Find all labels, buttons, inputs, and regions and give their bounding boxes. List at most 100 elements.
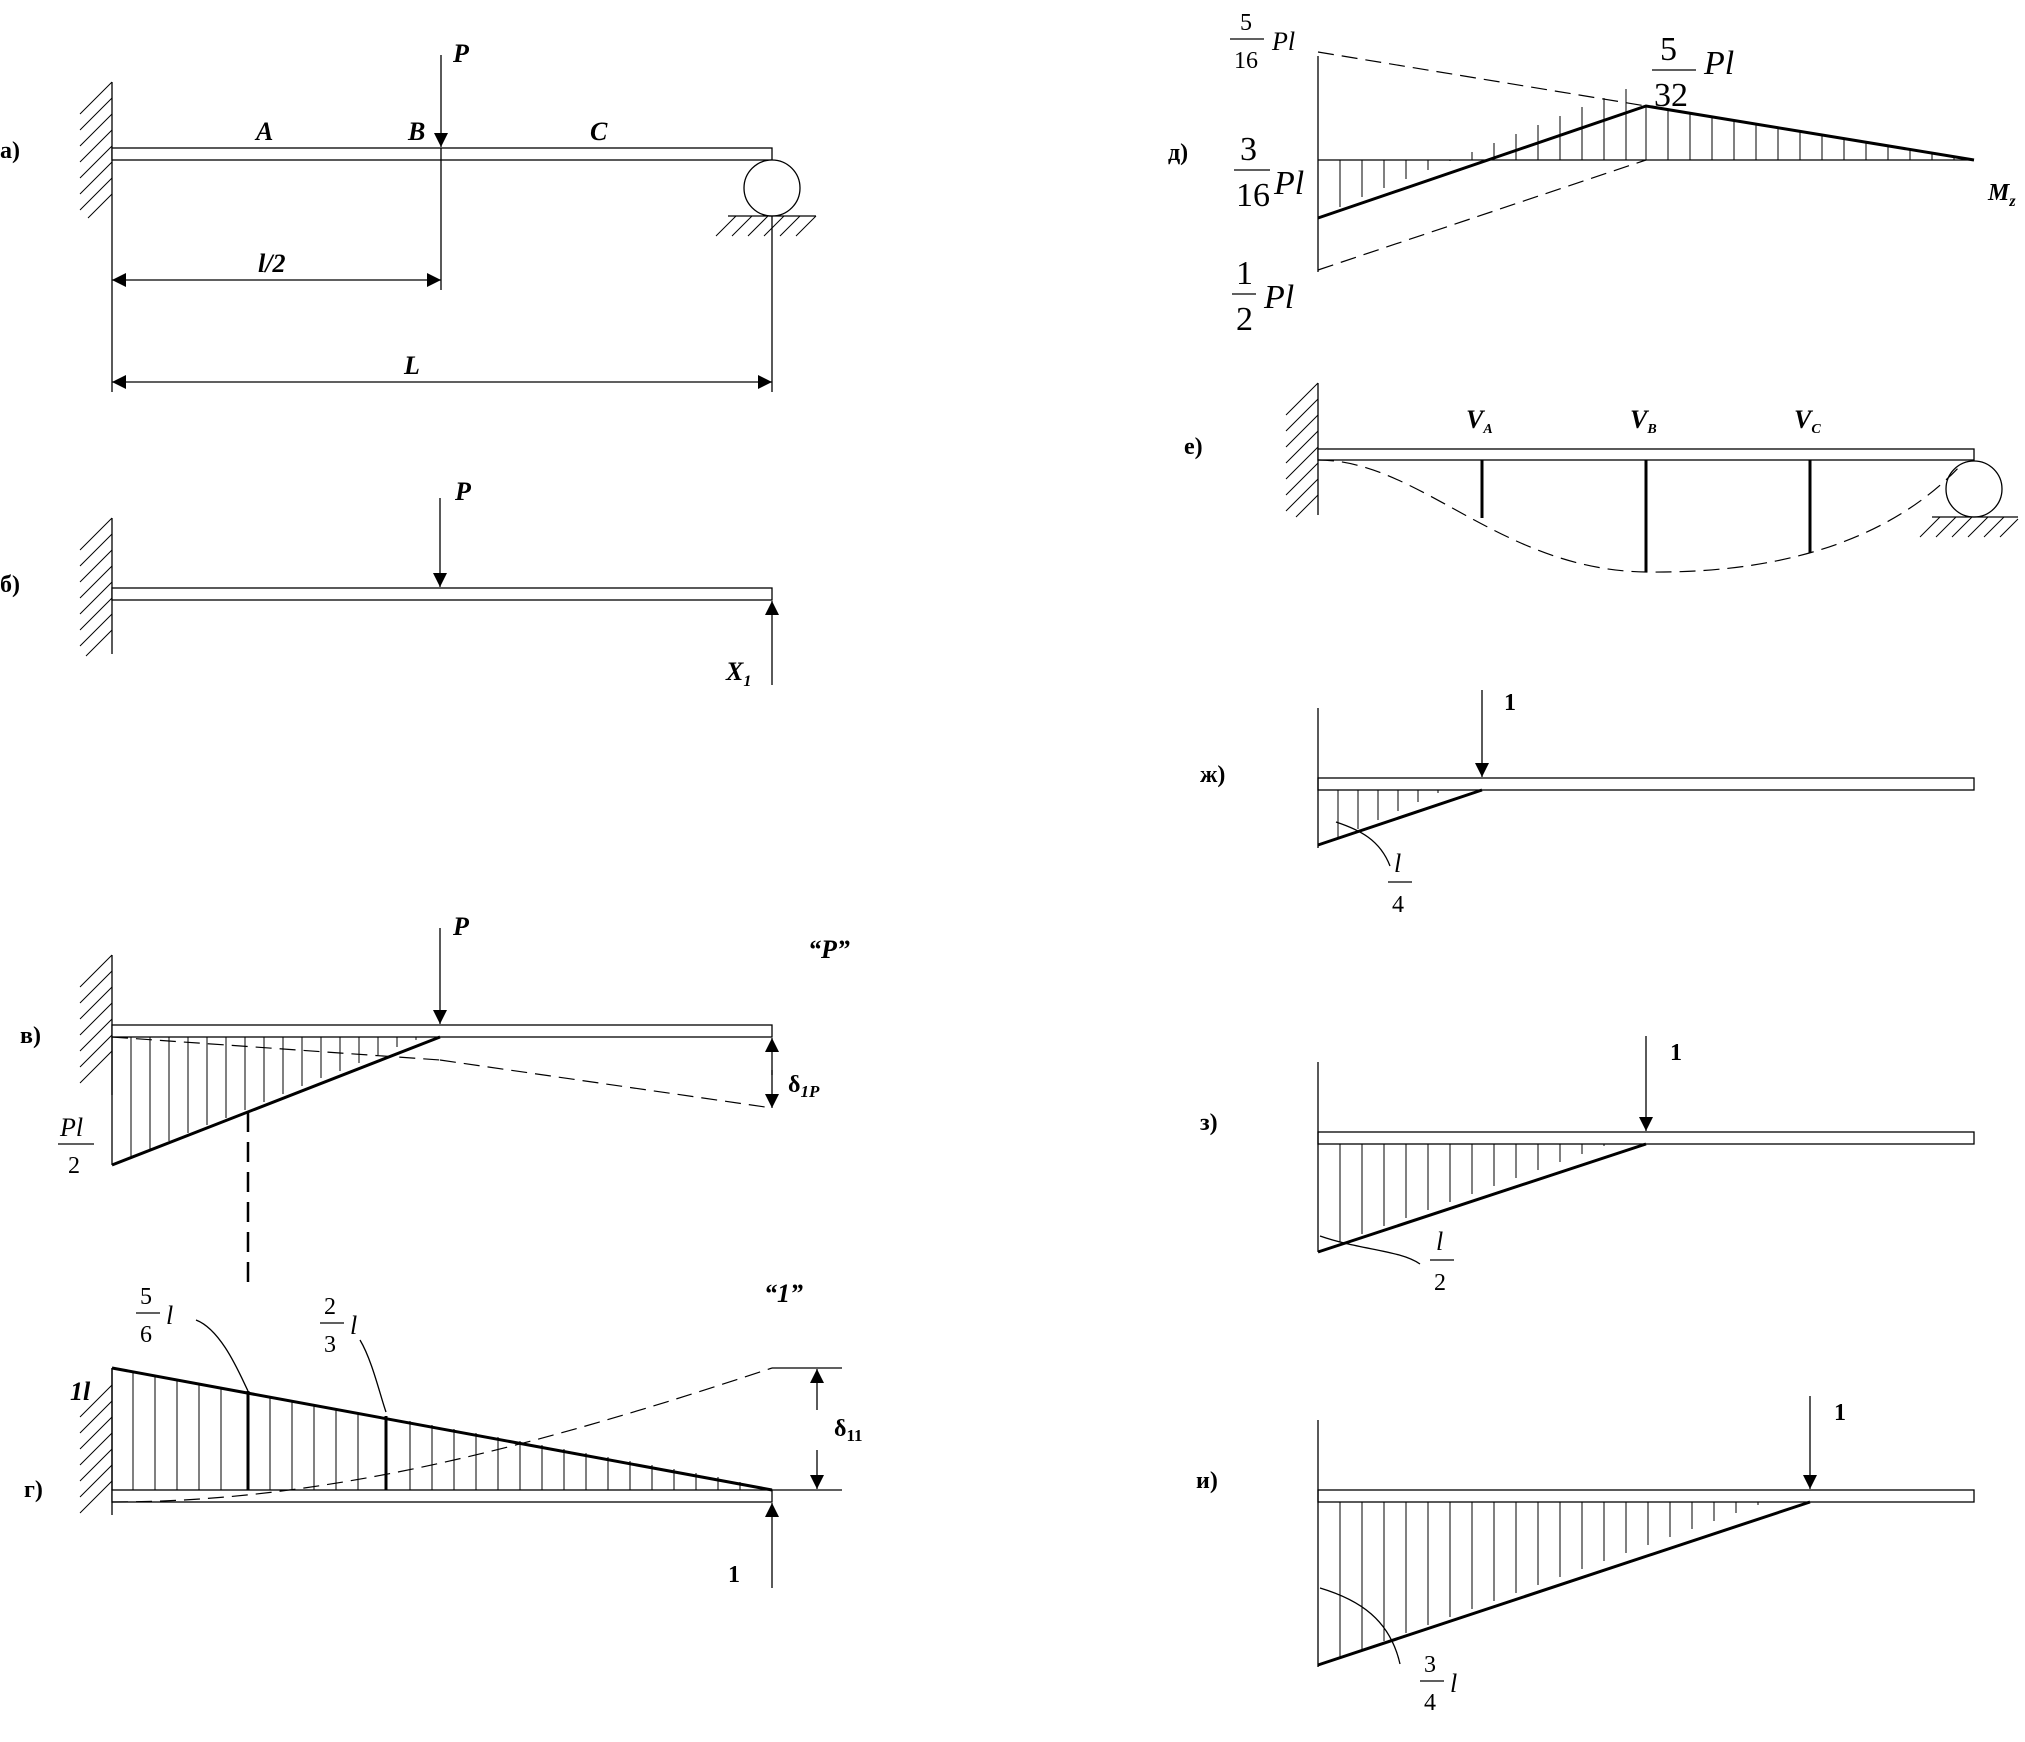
- wall-hatch: [79, 954, 113, 1084]
- ground-hatch: [715, 215, 817, 237]
- section-label-c: VC: [1794, 405, 1821, 437]
- deflected-shape: [111, 1036, 441, 1061]
- fraction-denominator: 4: [1424, 1690, 1436, 1716]
- influence-line: [1317, 788, 1483, 847]
- unit-force-label: 1: [1504, 690, 1516, 716]
- frac1-numerator: 5: [140, 1284, 152, 1310]
- force-label: P: [452, 912, 470, 941]
- unit-force-label: 1: [728, 1562, 740, 1588]
- roller-support: [743, 159, 801, 217]
- frac2-numerator: 2: [324, 1294, 336, 1320]
- moment-value-denominator: 2: [68, 1153, 80, 1179]
- deflected-shape: [439, 1059, 773, 1109]
- roller-support: [1945, 460, 2003, 518]
- fraction-numerator: 3: [1424, 1652, 1436, 1678]
- bot-value-numerator: 1: [1236, 255, 1253, 292]
- influence-line-hatch: [1339, 1144, 1605, 1242]
- wall-hatch: [79, 1384, 113, 1514]
- deflected-shape: [111, 1367, 773, 1503]
- moment-diagram-line: [111, 1366, 773, 1492]
- panel-z-label: з): [1200, 1110, 1218, 1136]
- panel-v: в) “P” P δ1P: [20, 912, 850, 1285]
- section-label-a: VA: [1466, 405, 1493, 437]
- panel-a-label: а): [0, 138, 20, 164]
- moment-diagram-hatch: [132, 1372, 741, 1490]
- panel-b: б) P X1: [0, 477, 779, 690]
- panel-zh: ж) 1 l 4: [1200, 690, 1975, 918]
- panel-d: д) Mz 5 16 Pl 3: [1168, 10, 2016, 338]
- frac1-denominator: 6: [140, 1322, 152, 1348]
- influence-line: [1317, 1142, 1647, 1254]
- point-a-label: A: [254, 117, 273, 146]
- beam: [111, 1489, 773, 1503]
- ground-hatch: [1919, 516, 2019, 538]
- unit-force-label: 1: [1834, 1400, 1846, 1426]
- panel-zh-label: ж): [1200, 762, 1225, 788]
- panel-a: а) P A B C l/2 L: [0, 39, 817, 392]
- beam: [1317, 1489, 1975, 1503]
- cantilever-moment-line: [1317, 51, 1647, 107]
- peak-value-numerator: 5: [1660, 31, 1677, 68]
- panel-g: г) “1”: [24, 1279, 863, 1588]
- point-b-label: B: [407, 117, 425, 146]
- moment-value-numerator: Pl: [59, 1113, 83, 1142]
- fraction-denominator: 2: [1434, 1270, 1446, 1296]
- frac2-denominator: 3: [324, 1332, 336, 1358]
- panel-g-label: г): [24, 1477, 43, 1503]
- peak-value-denominator: 32: [1654, 77, 1688, 114]
- top-value-denominator: 16: [1234, 48, 1258, 74]
- mid-value-denominator: 16: [1236, 177, 1270, 214]
- panel-d-label: д): [1168, 140, 1188, 166]
- moment-diagram-line: [111, 1035, 441, 1167]
- leader-line: [195, 1319, 249, 1392]
- deflection-label: δ1P: [788, 1072, 820, 1101]
- dimension-full-label: L: [403, 351, 420, 380]
- mid-value-variable: Pl: [1273, 165, 1304, 202]
- axis-label: Mz: [1987, 180, 2016, 210]
- beam: [111, 587, 773, 601]
- top-value-variable: Pl: [1271, 27, 1295, 56]
- state-label-1: “1”: [764, 1279, 803, 1308]
- influence-line: [1317, 1500, 1811, 1667]
- resulting-moment-line: [1317, 104, 1975, 220]
- frac1-variable: l: [166, 1301, 173, 1330]
- beam: [1317, 1131, 1975, 1145]
- beam: [111, 1024, 773, 1038]
- leader-line: [1335, 821, 1391, 867]
- fraction-numerator: l: [1436, 1227, 1443, 1256]
- top-value-numerator: 5: [1240, 10, 1252, 36]
- panel-b-label: б): [0, 572, 20, 598]
- moment-left-label: 1l: [70, 1377, 91, 1406]
- bot-value-denominator: 2: [1236, 301, 1253, 338]
- fraction-denominator: 4: [1392, 892, 1404, 918]
- force-label: P: [452, 39, 470, 68]
- panel-e-label: е): [1184, 434, 1203, 460]
- leader-line: [359, 1339, 387, 1413]
- beam: [1317, 777, 1975, 791]
- dimension-half-label: l/2: [258, 249, 285, 278]
- wall-hatch: [79, 517, 113, 657]
- bot-value-variable: Pl: [1263, 279, 1294, 316]
- panel-v-label: в): [20, 1023, 41, 1049]
- deflected-shape: [1317, 459, 1961, 573]
- section-label-b: VB: [1630, 405, 1657, 437]
- force-label: P: [454, 477, 472, 506]
- wall-hatch: [1285, 382, 1319, 518]
- fraction-variable: l: [1450, 1669, 1457, 1698]
- panel-i: и) 1 3 4 l: [1196, 1396, 1975, 1716]
- wall-hatch: [79, 81, 113, 219]
- beam: [1317, 448, 1975, 461]
- state-label-p: “P”: [808, 935, 850, 964]
- leader-line: [1319, 1235, 1421, 1265]
- fraction-numerator: l: [1394, 849, 1401, 878]
- beam: [111, 147, 773, 161]
- peak-value-variable: Pl: [1703, 45, 1734, 82]
- panel-e: е) VA VB VC: [1184, 382, 2019, 573]
- load-moment-line: [1317, 159, 1647, 271]
- moment-diagram-hatch: [1339, 89, 1955, 207]
- reaction-label: X1: [725, 657, 751, 690]
- panel-i-label: и): [1196, 1468, 1218, 1494]
- mid-value-numerator: 3: [1240, 131, 1257, 168]
- unit-force-label: 1: [1670, 1040, 1682, 1066]
